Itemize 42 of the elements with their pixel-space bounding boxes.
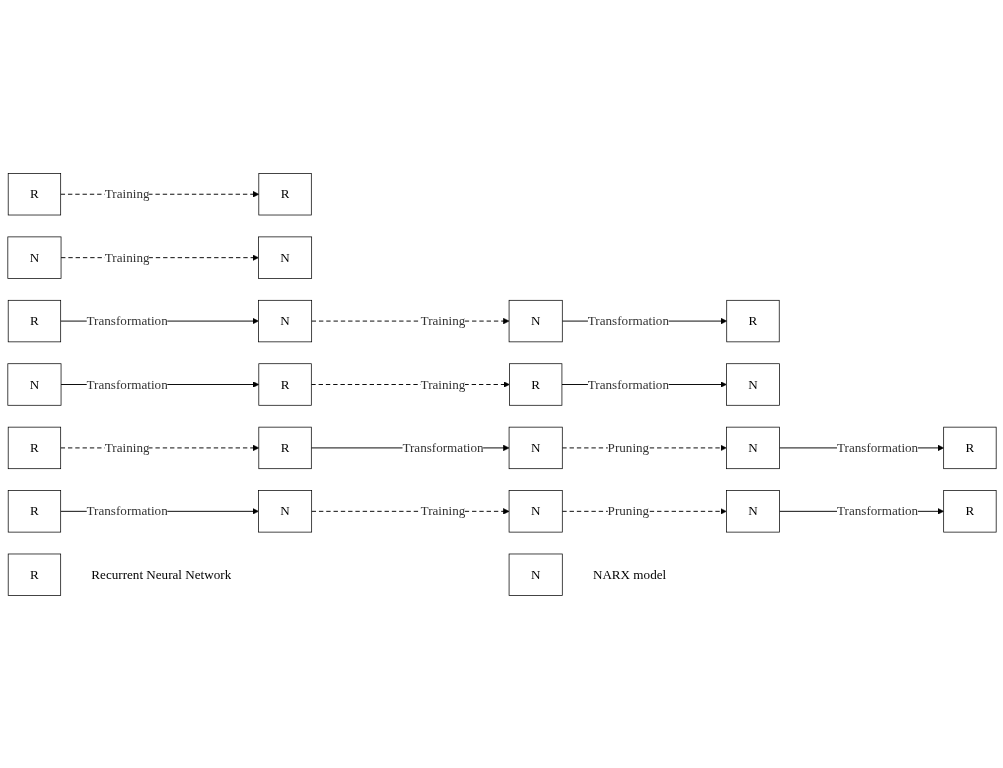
node-box: R: [7, 172, 61, 215]
node-box: N: [6, 236, 61, 279]
edge-label: Training: [104, 249, 150, 265]
edge-label: Transformation: [836, 503, 918, 518]
node-box: N: [508, 553, 563, 596]
node-box: R: [7, 489, 61, 532]
node-box: N: [508, 299, 563, 342]
edge-label: Training: [420, 312, 465, 328]
edge-label: Training: [104, 439, 150, 455]
edge-label: Pruning: [607, 439, 649, 455]
node-box: R: [942, 489, 997, 532]
edge-label: Transformation: [86, 376, 168, 391]
node-box: N: [725, 426, 780, 469]
node-box: R: [725, 299, 780, 342]
edge-label: Transformation: [587, 312, 669, 328]
node-label: Recurrent Neural Network: [90, 566, 231, 582]
edge-label: Transformation: [401, 439, 484, 455]
edge-label: Training: [420, 503, 465, 518]
node-box: R: [257, 362, 312, 406]
node-box: N: [508, 426, 563, 469]
edge-label: Transformation: [836, 439, 918, 455]
node-box: R: [7, 553, 61, 596]
edge-label: Training: [420, 376, 465, 391]
node-box: R: [508, 362, 562, 406]
edge-label: Transformation: [86, 503, 168, 518]
node-box: R: [257, 172, 312, 215]
node-box: N: [508, 489, 563, 532]
node-box: R: [7, 426, 61, 469]
edge-label: Transformation: [587, 376, 669, 391]
node-box: N: [257, 236, 312, 279]
edge-label: Training: [104, 186, 150, 201]
node-box: N: [725, 362, 780, 406]
node-box: N: [6, 362, 61, 406]
node-label: NARX model: [592, 566, 666, 582]
node-box: R: [7, 299, 61, 342]
node-box: R: [942, 426, 997, 469]
node-box: N: [257, 489, 312, 532]
node-box: N: [725, 489, 780, 532]
edge-label: Pruning: [607, 503, 649, 518]
node-box: N: [257, 299, 312, 342]
edge-label: Transformation: [86, 312, 168, 328]
node-box: R: [257, 426, 312, 469]
